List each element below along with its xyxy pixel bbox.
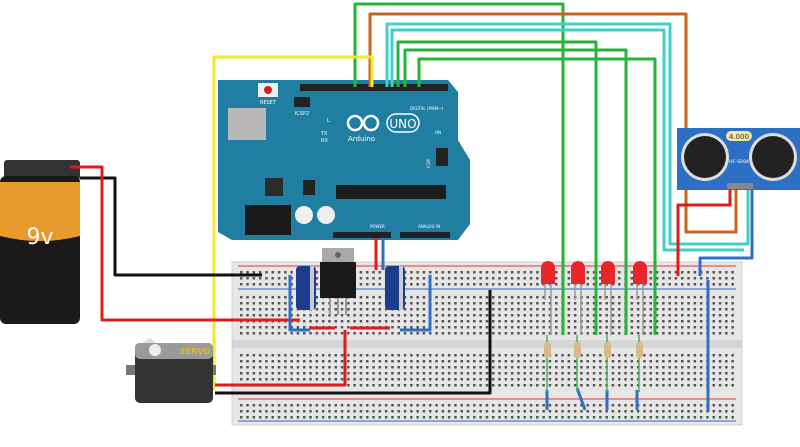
battery-label: 9v: [26, 225, 53, 250]
digital-header: [300, 84, 448, 91]
wire-black: [80, 176, 262, 277]
wire-green: [417, 57, 657, 335]
tx-label: TX: [320, 131, 328, 137]
crystal-label: 4.000: [729, 133, 749, 141]
capacitor: [317, 206, 335, 224]
digital-label: DIGITAL (PWM~): [410, 106, 444, 111]
wire-yellow: [212, 55, 374, 390]
arduino-logo-text: Arduino: [348, 135, 375, 143]
wire-cyan: [385, 22, 750, 246]
reset-button[interactable]: [264, 86, 272, 94]
power-jack: [245, 205, 291, 235]
ultrasonic-sensor: 4.000 HC-SR04: [677, 128, 800, 190]
wire-orange: [368, 12, 738, 234]
wire-blue: [400, 275, 432, 332]
led-with-resistor: [571, 261, 585, 392]
reset-label: RESET: [260, 100, 277, 106]
icsp-label: ICSP: [426, 158, 431, 168]
wire-red: [70, 165, 300, 322]
arduino-uno: RESET ICSP2 DIGITAL (PWM~) L TX RX UNO A…: [218, 80, 470, 240]
uno-label: UNO: [389, 117, 416, 131]
wire-blue: [698, 185, 754, 276]
power-header: [333, 232, 391, 238]
servo-motor: SERVO: [126, 338, 216, 403]
wire-green: [396, 40, 598, 335]
rx-label: RX: [321, 138, 328, 144]
wire-green: [403, 48, 628, 335]
led: [571, 261, 585, 284]
wire-red: [215, 330, 347, 387]
servo-label: SERVO: [180, 347, 210, 356]
resistor: [544, 342, 551, 358]
led: [633, 261, 647, 284]
capacitor: [295, 206, 313, 224]
led-with-resistor: [601, 261, 615, 392]
resistor: [604, 342, 611, 358]
arduino-logo: UNO Arduino: [346, 113, 420, 143]
icsp-header: [436, 148, 448, 166]
icsp2-label: ICSP2: [295, 111, 309, 117]
capacitor-1: [296, 266, 316, 310]
led-with-resistor: [633, 261, 647, 392]
atmega-chip: [336, 185, 446, 199]
led-with-resistor: [541, 261, 555, 392]
chip: [265, 178, 283, 196]
wire-red: [676, 185, 732, 276]
wire-black: [215, 290, 492, 395]
wire-green: [353, 2, 565, 335]
capacitor-2: [385, 266, 405, 310]
leds: [541, 261, 647, 392]
usb-port: [228, 108, 266, 140]
led: [601, 261, 615, 284]
on-label: ON: [435, 130, 441, 135]
breadboard: [231, 261, 743, 426]
sensor-model-label: HC-SR04: [729, 159, 749, 165]
voltage-regulator: [320, 248, 356, 315]
wires: [70, 2, 754, 412]
analog-label: ANALOG IN: [418, 224, 440, 229]
wire-blue: [575, 387, 587, 411]
battery-9v: 9v: [0, 160, 80, 324]
power-label: POWER: [370, 224, 385, 229]
wire-cyan: [390, 28, 744, 252]
analog-header: [400, 232, 450, 238]
resistor: [574, 342, 581, 358]
resistor: [636, 342, 643, 358]
led: [541, 261, 555, 284]
led-l-label: L: [327, 118, 330, 124]
wire-blue: [288, 275, 310, 332]
